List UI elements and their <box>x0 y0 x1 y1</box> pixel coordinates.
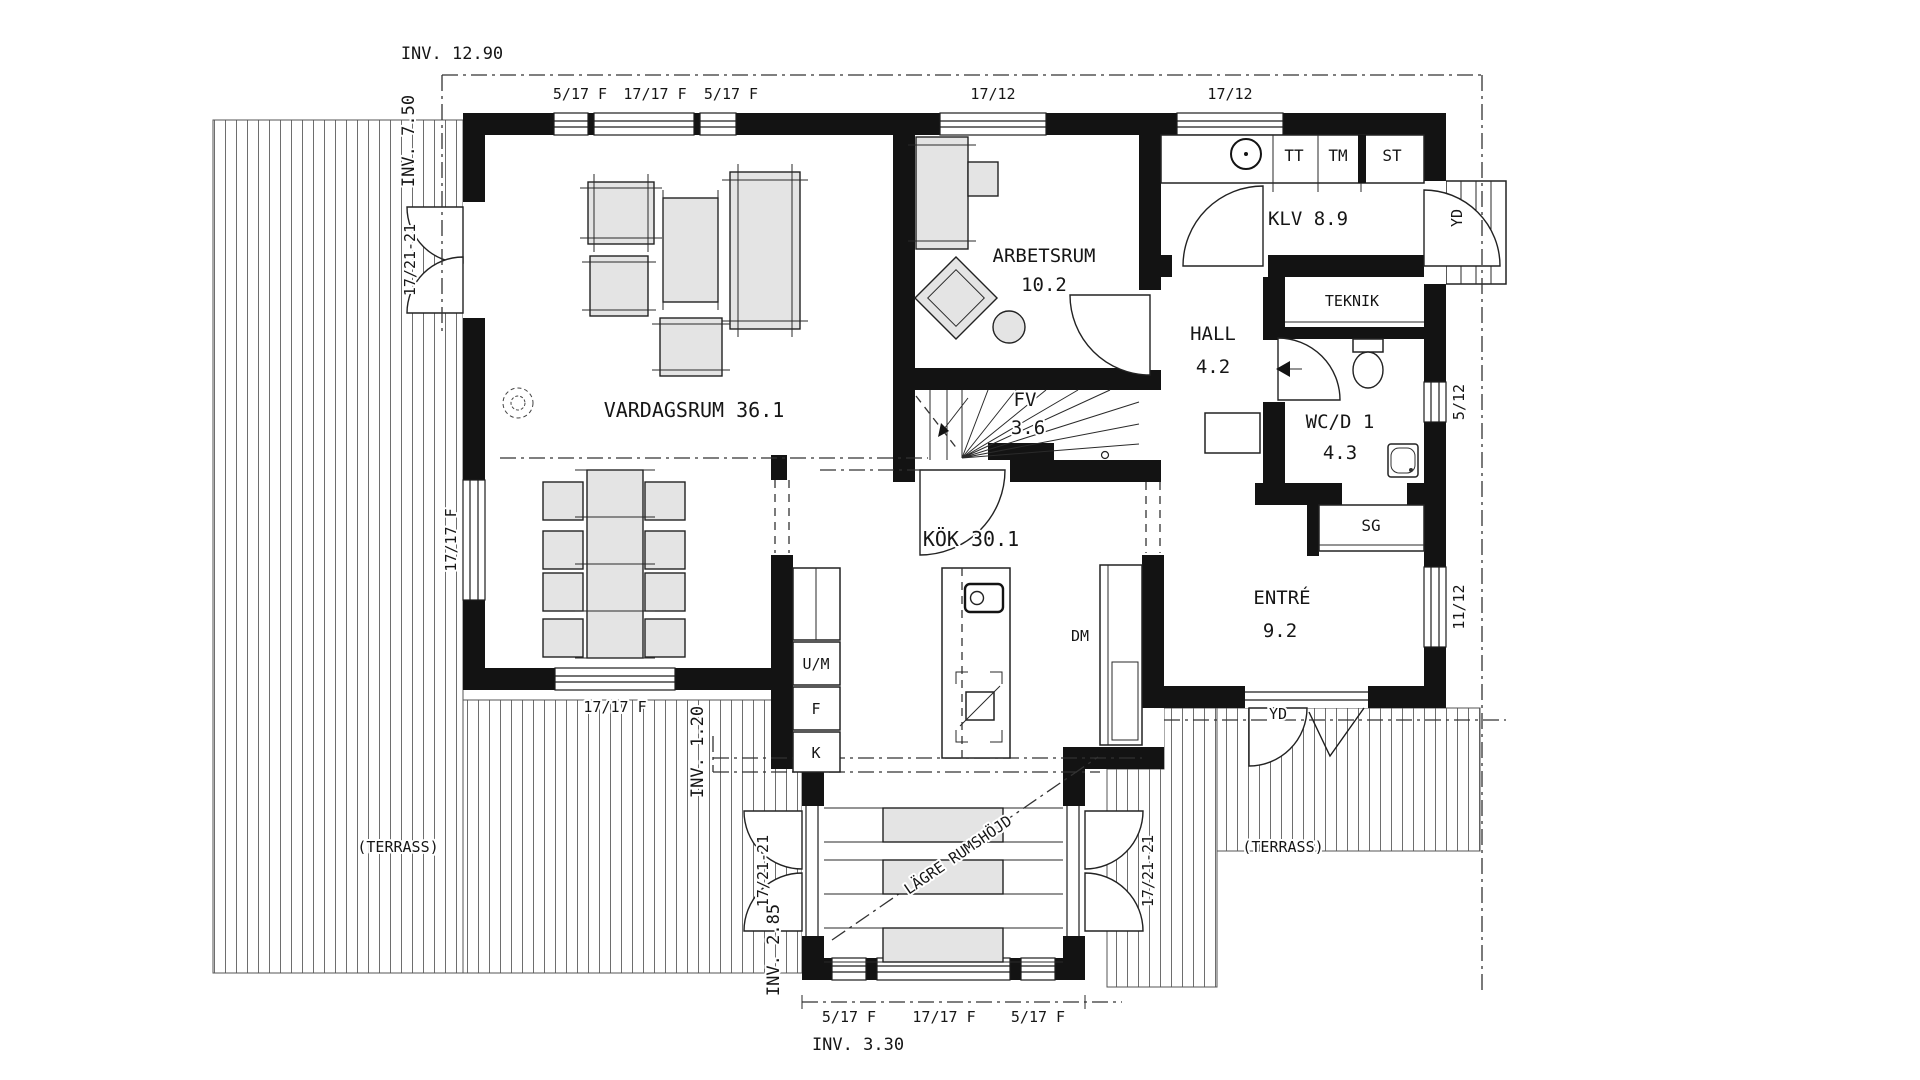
dim-door-klv-yd: YD <box>1448 209 1466 227</box>
dim-inv-bay-side: INV. 2.85 <box>764 904 784 996</box>
reference-lines <box>441 74 1506 1009</box>
door-klv-hall <box>1172 185 1268 277</box>
window-bay-3 <box>1020 957 1056 981</box>
arbetsrum-furniture <box>908 136 1026 344</box>
dim-window-bay-2: 17/17 F <box>912 1008 975 1026</box>
door-klv-exterior <box>1423 181 1501 284</box>
dim-window-entre: 11/12 <box>1450 584 1468 629</box>
room-label-klv: KLV 8.9 <box>1268 208 1348 230</box>
kitchen-island <box>941 567 1011 759</box>
door-arbetsrum <box>1069 290 1161 376</box>
door-stair-kitchen <box>915 460 1010 556</box>
window-top-5 <box>1176 112 1284 136</box>
room-area-wc: 4.3 <box>1323 442 1357 464</box>
label-terrass-left: (TERRASS) <box>357 838 438 856</box>
dim-window-top-3: 5/17 F <box>704 85 758 103</box>
room-area-hall: 4.2 <box>1196 356 1230 378</box>
sofa-group <box>502 164 808 419</box>
dim-inv-left: INV. 7.50 <box>399 95 419 187</box>
wc-fixtures <box>1276 338 1419 478</box>
window-top-4 <box>939 112 1047 136</box>
dim-window-top-4: 17/12 <box>970 85 1015 103</box>
appliance-column <box>792 567 841 773</box>
label-f: F <box>811 700 820 718</box>
wc-sink <box>1387 443 1419 478</box>
label-tt: TT <box>1284 146 1304 165</box>
window-bay-2 <box>876 957 1011 981</box>
stair-direction-arrow <box>938 423 949 437</box>
hall-fixtures <box>1204 321 1425 552</box>
dim-door-bay-left: 17/21-21 <box>754 835 772 907</box>
dim-door-left: 17/21-21 <box>401 224 419 296</box>
sg-closet <box>1318 504 1425 552</box>
doors <box>406 181 1501 936</box>
label-st: ST <box>1382 146 1402 165</box>
dim-window-top-1: 5/17 F <box>553 85 607 103</box>
room-label-arbetsrum: ARBETSRUM <box>993 245 1096 267</box>
bay-benches <box>824 807 1063 963</box>
room-area-entre: 9.2 <box>1263 620 1297 642</box>
laundry-counter <box>1160 134 1425 192</box>
dim-inv-top: INV. 12.90 <box>401 44 503 64</box>
door-entre-exterior <box>1245 686 1368 767</box>
dim-inv-bay-bottom: INV. 3.30 <box>812 1035 904 1055</box>
floor-symbol <box>502 387 534 419</box>
window-top-1 <box>553 112 589 136</box>
room-area-arbetsrum: 10.2 <box>1021 274 1067 296</box>
label-tm: TM <box>1328 146 1347 165</box>
window-top-2 <box>593 112 695 136</box>
dim-window-bottom-left: 17/17 F <box>583 698 646 716</box>
dim-window-top-2: 17/17 F <box>623 85 686 103</box>
room-label-hall: HALL <box>1190 323 1236 345</box>
door-bay-left <box>743 806 824 936</box>
label-um: U/M <box>802 655 829 673</box>
toilet-tank <box>1352 338 1384 353</box>
window-bottom-left <box>554 667 676 691</box>
label-terrass-right: (TERRASS) <box>1242 838 1323 856</box>
dim-door-bay-right: 17/21-21 <box>1139 835 1157 907</box>
dim-window-wc: 5/12 <box>1450 384 1468 420</box>
dim-window-top-5: 17/12 <box>1207 85 1252 103</box>
room-label-vardagsrum: VARDAGSRUM 36.1 <box>604 398 785 422</box>
dim-inv-kitchen: INV. 1.20 <box>688 706 708 798</box>
label-k: K <box>811 744 820 762</box>
kitchen-fixtures <box>792 564 1143 773</box>
terrace-left <box>212 119 464 974</box>
room-label-stair: FV <box>1014 389 1037 411</box>
hall-cabinet <box>1204 412 1261 454</box>
window-left <box>462 479 486 601</box>
dm-counter <box>1099 564 1143 746</box>
window-bay-1 <box>831 957 867 981</box>
room-label-entre: ENTRÉ <box>1253 586 1310 609</box>
windows <box>462 112 1447 981</box>
room-area-stair: 3.6 <box>1011 417 1045 439</box>
label-dm: DM <box>1071 627 1089 645</box>
stair <box>915 389 1140 460</box>
stove-outline <box>955 671 1003 743</box>
room-label-wc: WC/D 1 <box>1306 411 1375 433</box>
window-right-wc <box>1423 381 1447 423</box>
window-top-3 <box>699 112 737 136</box>
dining-set <box>542 469 686 659</box>
dim-window-bay-1: 5/17 F <box>822 1008 876 1026</box>
door-bay-right <box>1063 806 1144 936</box>
window-right-entre <box>1423 566 1447 648</box>
dim-door-entre-yd: YD <box>1269 705 1287 723</box>
dim-window-bay-3: 5/17 F <box>1011 1008 1065 1026</box>
room-label-teknik: TEKNIK <box>1325 292 1379 310</box>
door-left-terrace <box>406 202 485 318</box>
room-label-kok: KÖK 30.1 <box>923 527 1019 551</box>
dim-window-left: 17/17 F <box>442 508 460 571</box>
door-wc <box>1263 337 1341 402</box>
label-sg: SG <box>1361 516 1380 535</box>
toilet-bowl <box>1352 351 1384 389</box>
